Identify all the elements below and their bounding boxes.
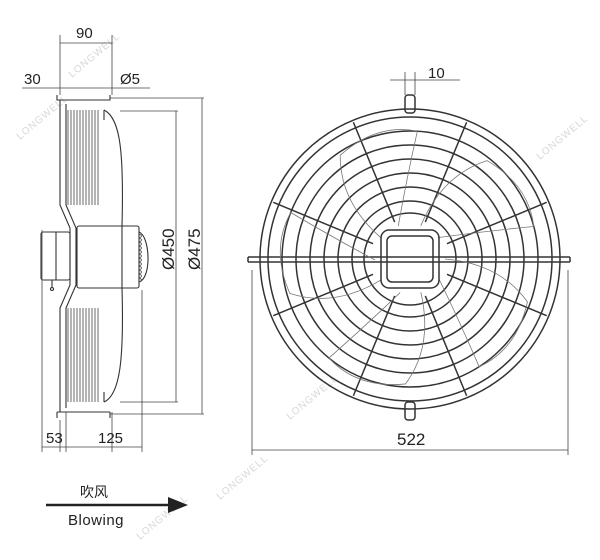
airflow-label-cn: 吹风 bbox=[80, 484, 108, 500]
airflow-indicator: 吹风 Blowing bbox=[46, 484, 188, 529]
watermark: LONGWELL bbox=[215, 453, 271, 502]
front-view: 10 522 bbox=[247, 65, 571, 455]
watermark: LONGWELL bbox=[285, 373, 341, 422]
watermark: LONGWELL bbox=[535, 113, 591, 162]
side-view: 90 30 Ø5 Ø450 Ø475 53 125 bbox=[22, 25, 204, 452]
dim-top-left: 30 bbox=[24, 71, 41, 88]
dim-hole: Ø5 bbox=[120, 71, 140, 88]
dim-grille-tab: 10 bbox=[428, 65, 445, 82]
dim-outer-diameter: Ø475 bbox=[185, 228, 204, 270]
watermarks: LONGWELL LONGWELL LONGWELL LONGWELL LONG… bbox=[15, 31, 591, 542]
dim-grille-width: 522 bbox=[397, 430, 425, 449]
dim-top-overall: 90 bbox=[76, 25, 93, 42]
airflow-label-en: Blowing bbox=[68, 512, 124, 529]
dim-inner-diameter: Ø450 bbox=[159, 228, 178, 270]
watermark: LONGWELL bbox=[135, 493, 191, 542]
dim-bottom-right: 125 bbox=[98, 430, 123, 447]
dim-bottom-left: 53 bbox=[46, 430, 63, 447]
arrow-right-icon bbox=[168, 497, 188, 513]
